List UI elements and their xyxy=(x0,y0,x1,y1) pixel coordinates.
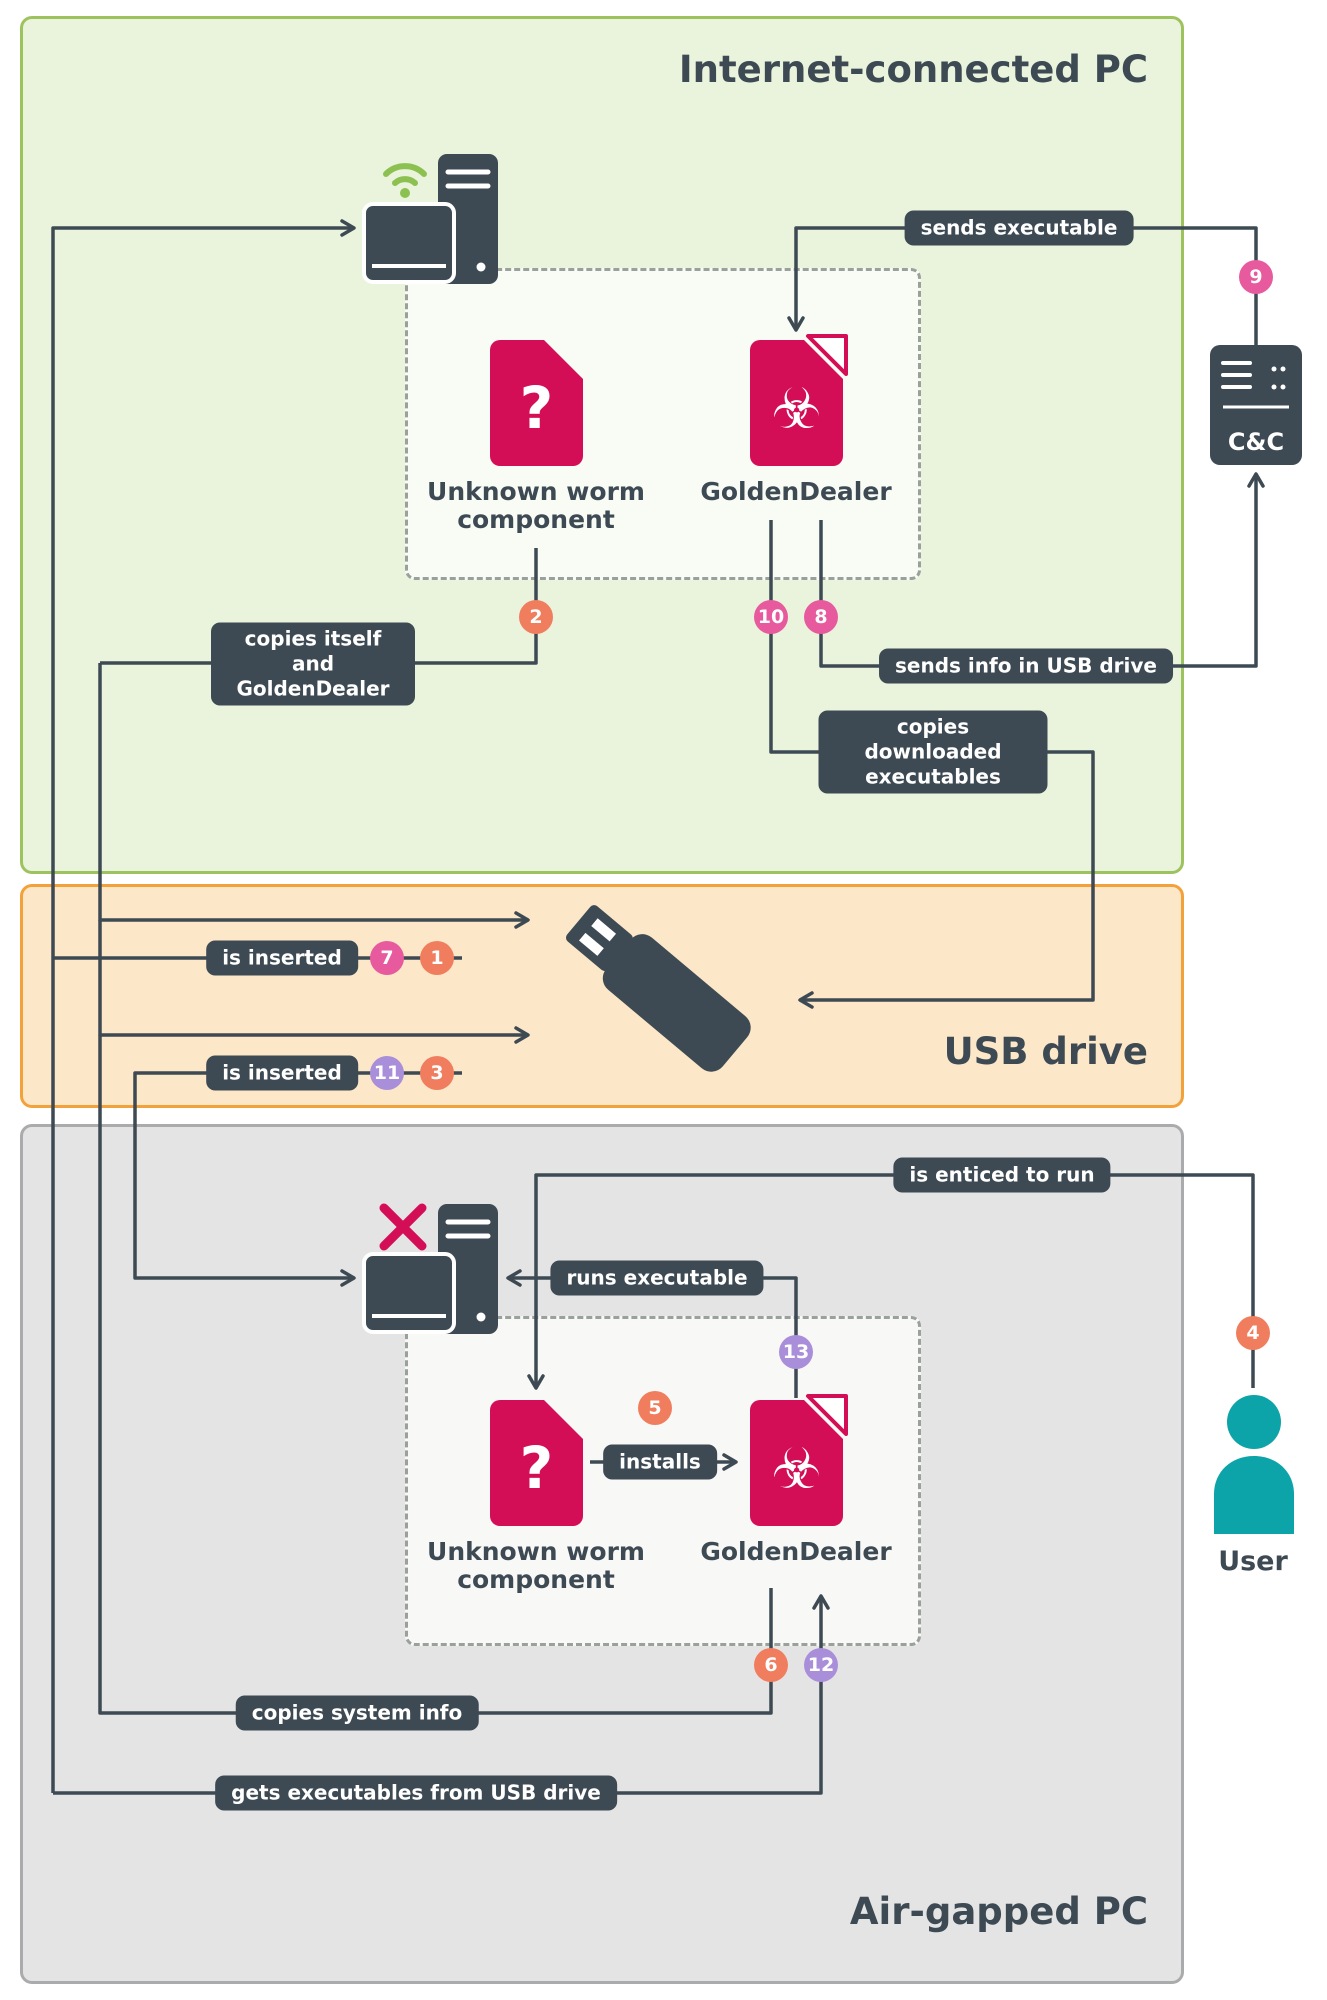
step-badge-10: 10 xyxy=(754,600,788,634)
wifi-icon xyxy=(374,148,436,204)
step-badge-8: 8 xyxy=(804,600,838,634)
label-copies-itself: copies itself and GoldenDealer xyxy=(211,622,415,706)
cc-label: C&C xyxy=(1227,428,1285,456)
step-badge-4: 4 xyxy=(1236,1316,1270,1350)
goldendealer-label-bottom: GoldenDealer xyxy=(700,1537,892,1566)
worm-label-top: Unknown worm component xyxy=(427,477,645,534)
step-badge-2: 2 xyxy=(519,600,553,634)
question-mark-icon: ? xyxy=(519,374,554,443)
goldendealer-file-icon-bottom: ☣ xyxy=(748,1394,848,1528)
step-badge-6: 6 xyxy=(754,1648,788,1682)
label-installs: installs xyxy=(603,1444,717,1480)
user-icon xyxy=(1208,1392,1300,1538)
internet-pc-icon xyxy=(362,150,502,294)
goldendealer-file-icon-top: ☣ xyxy=(748,334,848,468)
step-badge-7: 7 xyxy=(370,941,404,975)
airgap-pc-icon xyxy=(362,1200,502,1344)
biohazard-icon: ☣ xyxy=(771,1436,822,1502)
label-sends-info-usb: sends info in USB drive xyxy=(879,648,1173,684)
air-gapped-title: Air-gapped PC xyxy=(849,1890,1148,1933)
step-badge-9: 9 xyxy=(1239,260,1273,294)
label-copies-system-info: copies system info xyxy=(235,1695,479,1731)
question-mark-icon: ? xyxy=(519,1434,554,1503)
label-is-inserted-airgap: is inserted xyxy=(206,1055,358,1091)
step-badge-1: 1 xyxy=(420,941,454,975)
step-badge-11: 11 xyxy=(370,1056,404,1090)
user-label: User xyxy=(1218,1546,1288,1577)
worm-label-bottom: Unknown worm component xyxy=(427,1537,645,1594)
internet-pc-title: Internet-connected PC xyxy=(678,48,1148,91)
step-badge-3: 3 xyxy=(420,1056,454,1090)
cc-server-icon xyxy=(1210,345,1302,469)
step-badge-5: 5 xyxy=(638,1391,672,1425)
label-gets-executables: gets executables from USB drive xyxy=(215,1775,617,1811)
biohazard-icon: ☣ xyxy=(771,376,822,442)
label-runs-executable: runs executable xyxy=(550,1260,764,1296)
label-is-inserted-internet: is inserted xyxy=(206,940,358,976)
worm-file-icon-top: ? xyxy=(488,338,585,468)
usb-title: USB drive xyxy=(943,1030,1148,1073)
step-badge-12: 12 xyxy=(804,1648,838,1682)
step-badge-13: 13 xyxy=(779,1335,813,1369)
label-is-enticed: is enticed to run xyxy=(893,1157,1111,1193)
worm-file-icon-bottom: ? xyxy=(488,1398,585,1528)
label-copies-downloaded: copies downloaded executables xyxy=(818,710,1048,794)
label-sends-executable: sends executable xyxy=(904,210,1134,246)
goldendealer-label-top: GoldenDealer xyxy=(700,477,892,506)
no-internet-x-icon xyxy=(376,1200,430,1258)
usb-drive-icon xyxy=(535,875,775,1094)
